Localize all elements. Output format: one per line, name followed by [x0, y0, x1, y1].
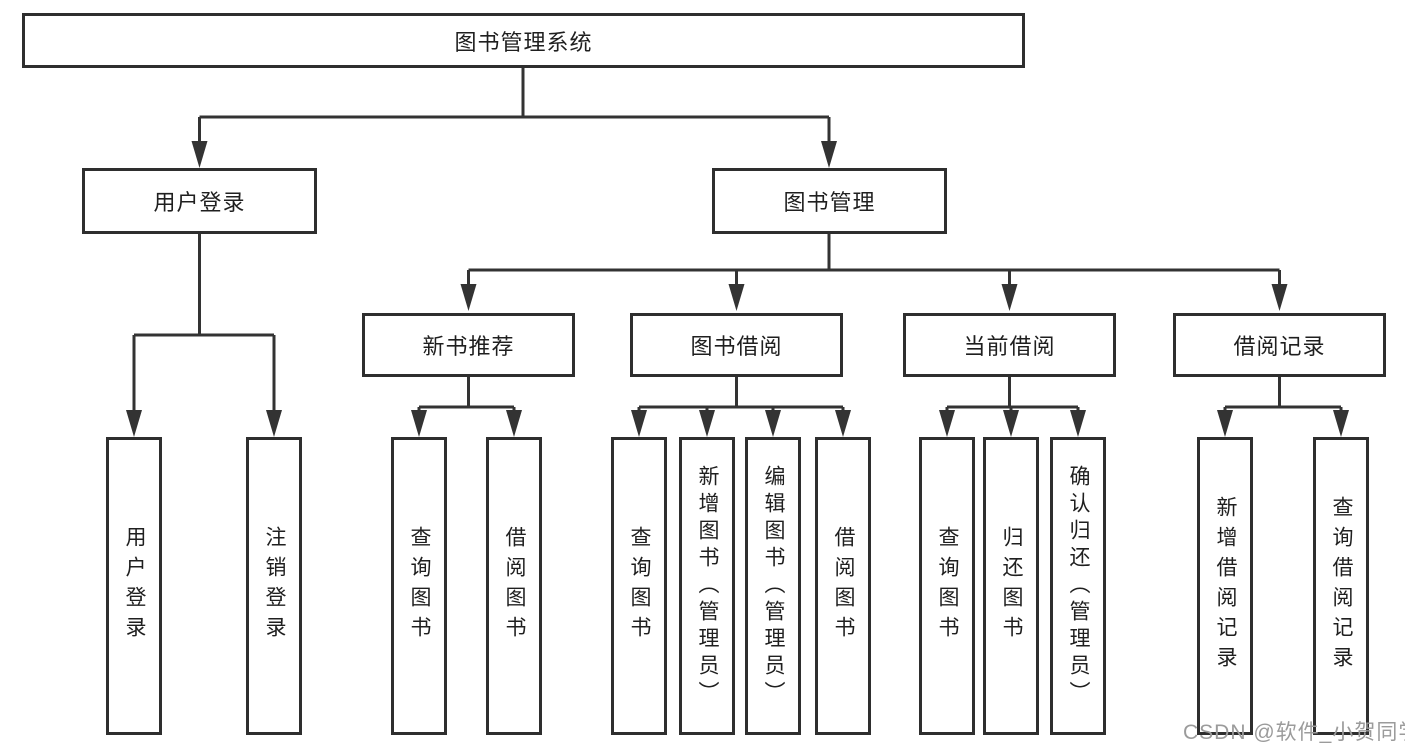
- leaf-logout: 注销登录: [246, 437, 302, 735]
- node-book-management-label: 图书管理: [783, 190, 876, 215]
- leaf-borrow-books-borrow: 借阅图书: [815, 437, 871, 735]
- connector-recommend-to-leaves: [411, 377, 522, 437]
- leaf-add-book-admin: 新增图书（管理员）: [679, 437, 735, 735]
- leaf-edit-book-admin: 编辑图书（管理员）: [745, 437, 801, 735]
- node-book-borrow: 图书借阅: [630, 313, 843, 377]
- leaf-borrow-books-recommend: 借阅图书: [486, 437, 542, 735]
- node-user-login-label: 用户登录: [153, 190, 246, 215]
- node-borrow-records-label: 借阅记录: [1233, 334, 1326, 359]
- node-current-borrow-label: 当前借阅: [963, 334, 1056, 359]
- connector-current-to-leaves: [939, 377, 1086, 437]
- connector-book-mgmt-to-level2: [460, 234, 1288, 311]
- node-root-label: 图书管理系统: [454, 29, 593, 55]
- leaf-user-login: 用户登录: [106, 437, 162, 735]
- node-borrow-records: 借阅记录: [1173, 313, 1386, 377]
- node-user-login: 用户登录: [82, 168, 317, 234]
- connector-records-to-leaves: [1217, 377, 1349, 437]
- watermark: CSDN @软件_小贺同学: [1183, 721, 1405, 744]
- node-book-borrow-label: 图书借阅: [690, 334, 783, 359]
- connector-borrow-to-leaves: [631, 377, 851, 437]
- node-new-book-recommend-label: 新书推荐: [422, 334, 515, 359]
- node-new-book-recommend: 新书推荐: [362, 313, 575, 377]
- connector-root-to-level1: [191, 68, 837, 168]
- leaf-query-books-current: 查询图书: [919, 437, 975, 735]
- node-book-management: 图书管理: [712, 168, 947, 234]
- leaf-add-borrow-record: 新增借阅记录: [1197, 437, 1253, 735]
- connector-user-login-to-leaves: [126, 234, 282, 437]
- leaf-confirm-return-admin: 确认归还（管理员）: [1050, 437, 1106, 735]
- leaf-query-books-borrow: 查询图书: [611, 437, 667, 735]
- leaf-query-borrow-record: 查询借阅记录: [1313, 437, 1369, 735]
- leaf-query-books-recommend: 查询图书: [391, 437, 447, 735]
- leaf-return-books: 归还图书: [983, 437, 1039, 735]
- node-current-borrow: 当前借阅: [903, 313, 1116, 377]
- node-root: 图书管理系统: [22, 13, 1025, 68]
